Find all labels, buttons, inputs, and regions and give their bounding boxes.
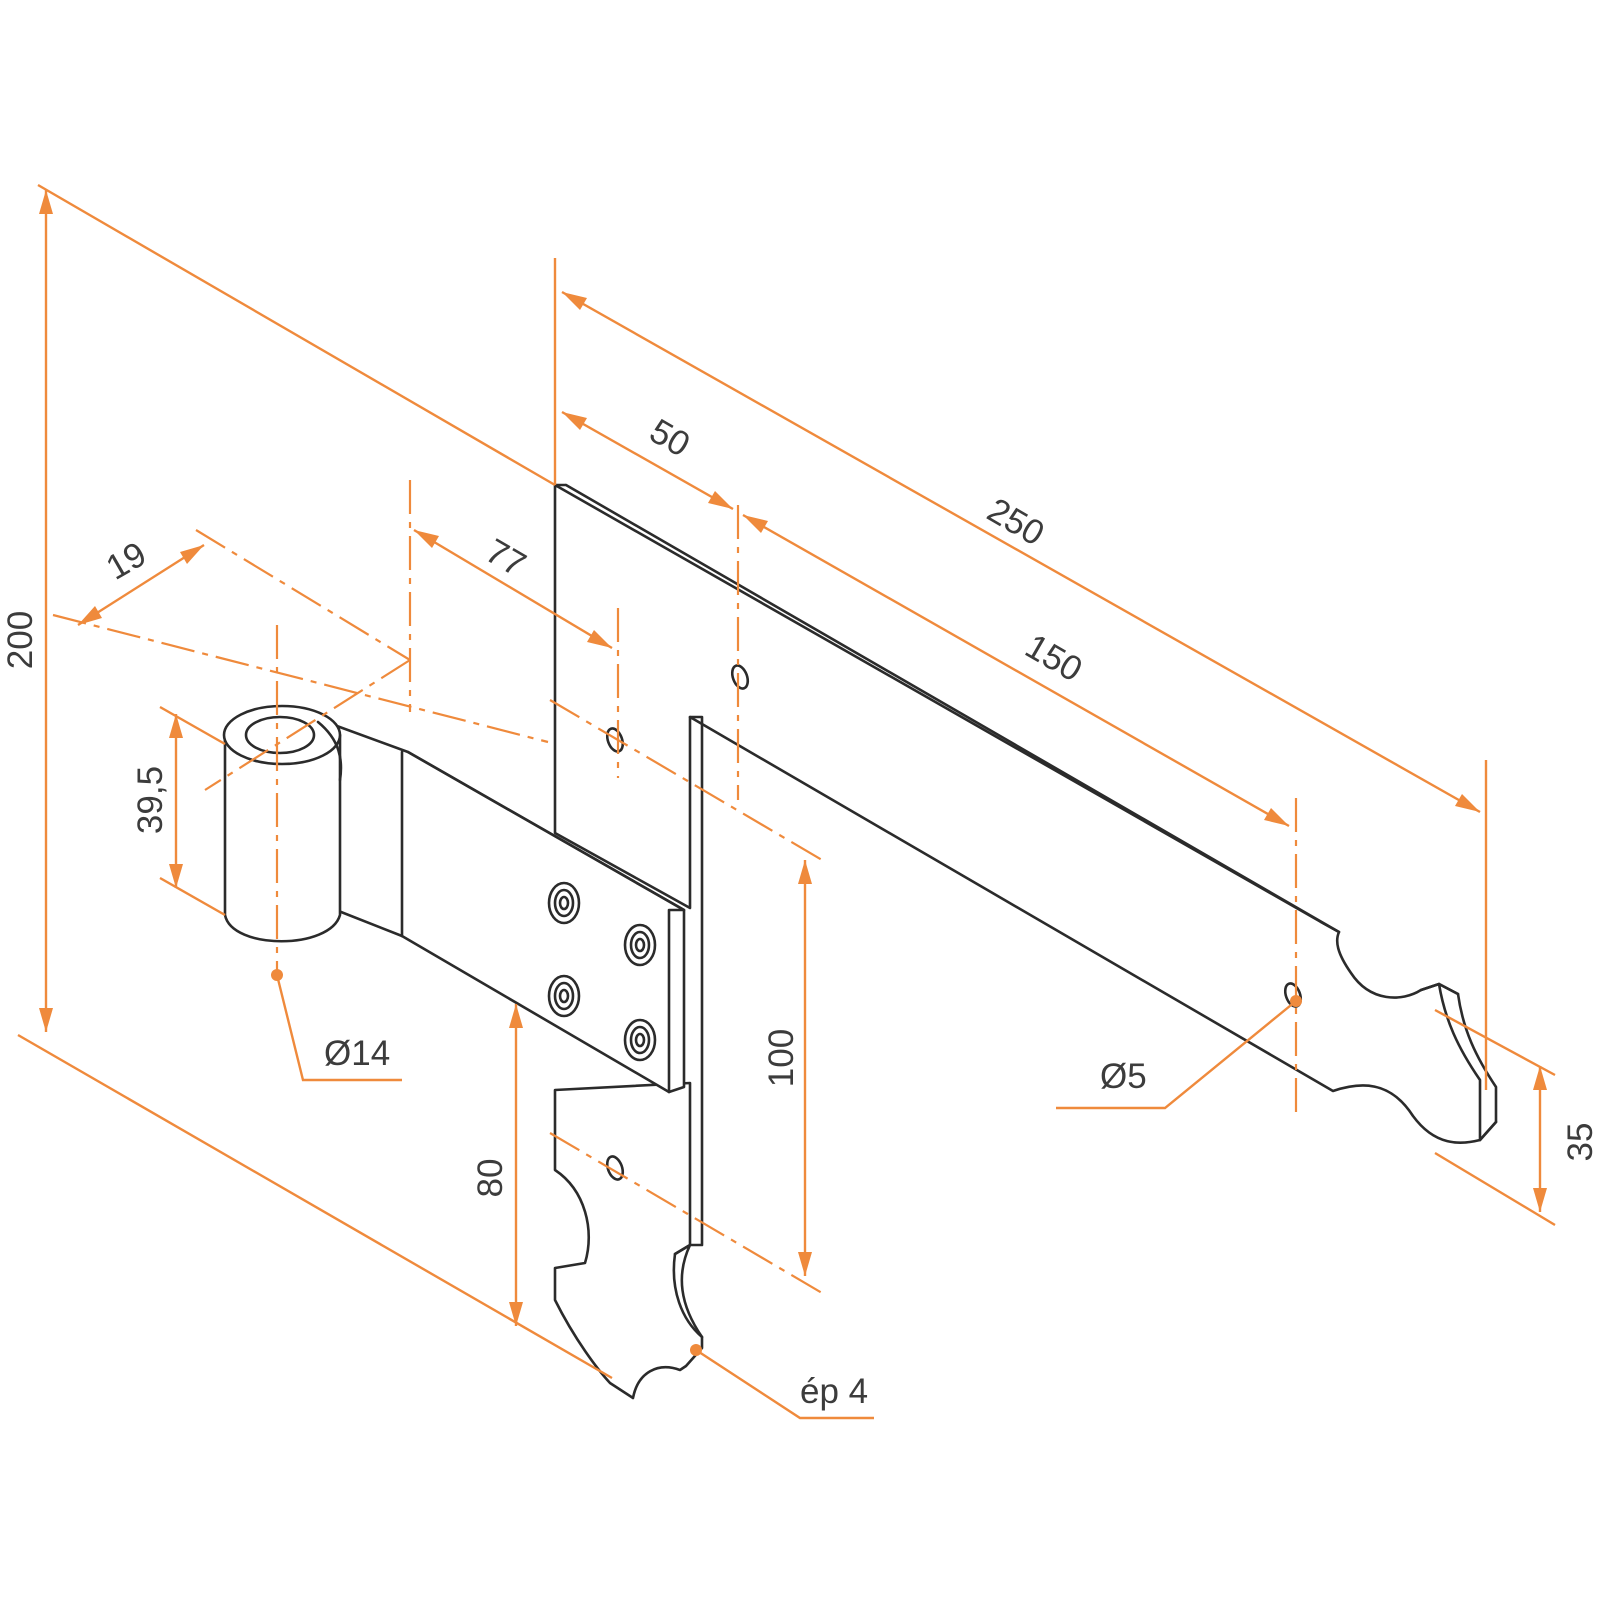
dim-label-50: 50 [643, 411, 696, 464]
hinge-part [222, 483, 1498, 1400]
dim-label-150: 150 [1019, 627, 1089, 690]
long-strap [553, 483, 1498, 1144]
screw-hole [730, 664, 750, 690]
bolts [547, 881, 657, 1062]
screw-hole [605, 727, 625, 753]
dim-label-39-5: 39,5 [131, 766, 170, 834]
long-strap-end-thickness [1419, 982, 1498, 1142]
plate-lower-leg [553, 1081, 704, 1400]
dim-label-250: 250 [981, 491, 1051, 554]
long-strap-top-edge [553, 483, 1341, 934]
knuckle-leaf-junction [316, 720, 343, 782]
bolt-icon [623, 923, 657, 967]
hole-diameter-label: Ø5 [1100, 1057, 1147, 1096]
bolt-icon [547, 881, 581, 925]
screw-hole [605, 1155, 625, 1181]
plate-lower-leg-edge [673, 715, 704, 1339]
dim-label-19: 19 [100, 534, 153, 587]
knuckle-leaf-edges [400, 750, 686, 1094]
knuckle-cylinder [223, 733, 342, 943]
center-lines [52, 480, 1298, 1294]
bolt-icon [547, 974, 581, 1018]
pin-diameter-label: Ø14 [324, 1034, 390, 1073]
dim-label-100: 100 [762, 1029, 801, 1087]
pin-hole [244, 715, 316, 755]
dim-label-35: 35 [1561, 1123, 1600, 1162]
dim-label-80: 80 [471, 1159, 510, 1198]
dim-label-77: 77 [479, 531, 532, 584]
dim-label-200: 200 [1, 611, 40, 669]
bolt-icon [623, 1018, 657, 1062]
dimension-lines [17, 183, 1556, 1420]
thickness-label: ép 4 [800, 1372, 868, 1411]
